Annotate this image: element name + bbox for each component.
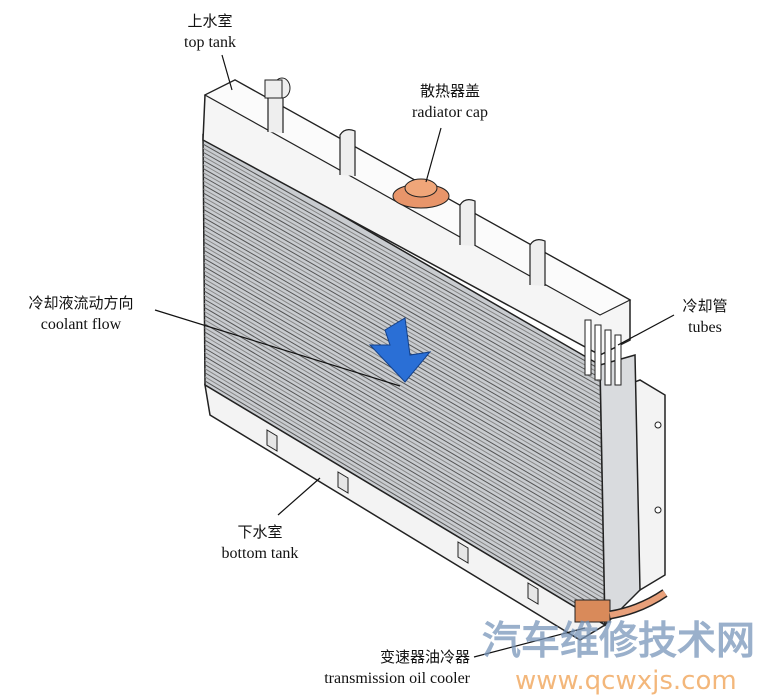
fin-line bbox=[203, 278, 604, 513]
fin-line bbox=[204, 372, 606, 613]
fin-line bbox=[204, 319, 604, 557]
fin-line bbox=[204, 327, 605, 565]
label-zh: 冷却管 bbox=[682, 297, 728, 315]
fin-line bbox=[202, 147, 601, 375]
fin-line bbox=[203, 290, 604, 526]
fin-line bbox=[203, 286, 604, 522]
fin-line bbox=[203, 266, 603, 500]
fin-line bbox=[204, 380, 606, 622]
label-coolant-flow: 冷却液流动方向 coolant flow bbox=[6, 296, 156, 333]
fin-line bbox=[204, 306, 604, 544]
label-zh: 上水室 bbox=[187, 12, 233, 30]
fin-line bbox=[202, 143, 601, 370]
fin-line bbox=[204, 311, 604, 548]
fin-line bbox=[202, 155, 601, 383]
transmission-oil-cooler bbox=[574, 589, 668, 623]
fin-line bbox=[204, 323, 605, 561]
bracket-hole bbox=[654, 506, 662, 514]
radiator-cap bbox=[392, 178, 450, 209]
fin-line bbox=[204, 360, 605, 600]
fin-line bbox=[204, 368, 605, 609]
label-zh: 下水室 bbox=[237, 523, 283, 541]
label-tubes: 冷却管 tubes bbox=[670, 299, 740, 336]
fin-line bbox=[203, 180, 602, 409]
fin-line bbox=[202, 151, 601, 379]
label-top-tank: 上水室 top tank bbox=[170, 14, 250, 51]
fin-line bbox=[203, 176, 601, 405]
label-en: top tank bbox=[184, 34, 236, 51]
label-en: bottom tank bbox=[221, 545, 299, 562]
fin-line bbox=[204, 331, 605, 570]
label-en: tubes bbox=[688, 319, 722, 336]
label-en: coolant flow bbox=[40, 316, 122, 333]
fin-line bbox=[203, 184, 602, 414]
bottom-tank bbox=[203, 383, 607, 641]
fin-line bbox=[202, 164, 601, 392]
label-zh: 变速器油冷器 bbox=[379, 648, 470, 666]
label-oil-cooler: 变速器油冷器 transmission oil cooler bbox=[290, 650, 470, 687]
label-en: transmission oil cooler bbox=[324, 670, 470, 687]
fin-line bbox=[203, 282, 604, 518]
fin-line bbox=[204, 343, 605, 583]
bracket-hole bbox=[654, 421, 662, 429]
fin-line bbox=[203, 188, 602, 418]
fin-line bbox=[203, 196, 602, 427]
fin-line bbox=[204, 298, 604, 535]
fin-line bbox=[204, 355, 605, 596]
fin-line bbox=[204, 376, 606, 617]
fin-line bbox=[203, 200, 602, 431]
bottom-tank-ribs bbox=[266, 429, 539, 605]
label-zh: 散热器盖 bbox=[419, 82, 480, 100]
fin-line bbox=[203, 274, 604, 509]
fin-line bbox=[204, 294, 604, 531]
label-zh: 冷却液流动方向 bbox=[28, 294, 134, 312]
fin-line bbox=[204, 364, 605, 604]
fin-line bbox=[202, 159, 601, 388]
inlet-pipe bbox=[264, 77, 291, 99]
core-side bbox=[599, 354, 641, 627]
watermark-url: www.qcwxjs.com bbox=[515, 666, 737, 696]
fin-line bbox=[204, 347, 605, 587]
fin-line bbox=[203, 270, 603, 505]
coolant-flow-arrow bbox=[368, 317, 432, 383]
leader-lines bbox=[154, 54, 675, 658]
tubes-cutaway bbox=[584, 319, 622, 386]
label-bottom-tank: 下水室 bottom tank bbox=[205, 525, 315, 562]
fin-line bbox=[204, 302, 604, 539]
fin-line bbox=[204, 339, 605, 578]
watermark-text: 汽车维修技术网 bbox=[482, 619, 756, 664]
fin-line bbox=[203, 192, 602, 422]
fin-line bbox=[204, 351, 605, 591]
core-fins bbox=[202, 143, 606, 622]
fin-line bbox=[204, 315, 604, 552]
label-en: radiator cap bbox=[412, 104, 488, 121]
fin-line bbox=[202, 168, 601, 396]
label-radiator-cap: 散热器盖 radiator cap bbox=[395, 84, 505, 121]
fin-line bbox=[203, 172, 601, 401]
fin-line bbox=[204, 335, 605, 574]
